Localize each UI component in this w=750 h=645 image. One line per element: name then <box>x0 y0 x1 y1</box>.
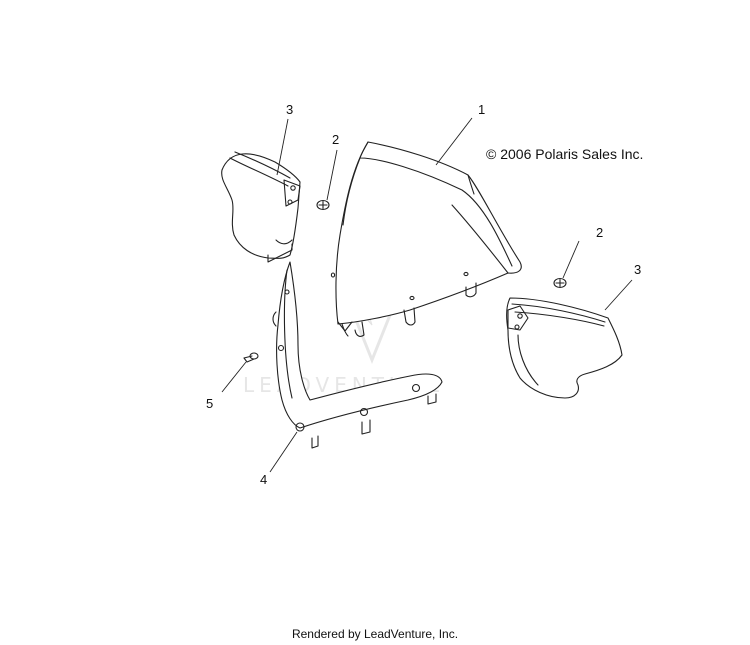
footer-credit: Rendered by LeadVenture, Inc. <box>291 627 459 641</box>
leader-line-5 <box>221 361 247 393</box>
callout-1: 1 <box>478 102 485 117</box>
deflector-left-part <box>221 151 301 263</box>
screw-right-part <box>553 277 567 289</box>
callout-4: 4 <box>260 472 267 487</box>
leader-line-1 <box>435 117 473 166</box>
leader-line-2-left <box>326 149 338 201</box>
callout-3-left: 3 <box>286 102 293 117</box>
trim-strip-part <box>272 261 443 449</box>
leader-line-2-right <box>562 240 580 279</box>
callout-3-right: 3 <box>634 262 641 277</box>
leader-line-3-left <box>276 118 289 176</box>
screw-left-part <box>316 199 330 211</box>
leader-line-3-right <box>604 279 633 311</box>
windshield-part <box>330 141 522 337</box>
deflector-right-part <box>506 297 623 399</box>
push-rivet-part <box>243 352 259 363</box>
callout-2-right: 2 <box>596 225 603 240</box>
copyright-notice: © 2006 Polaris Sales Inc. <box>486 146 644 162</box>
watermark-v-icon <box>348 304 396 365</box>
leader-line-4 <box>269 431 298 473</box>
callout-5: 5 <box>206 396 213 411</box>
callout-2-left: 2 <box>332 132 339 147</box>
